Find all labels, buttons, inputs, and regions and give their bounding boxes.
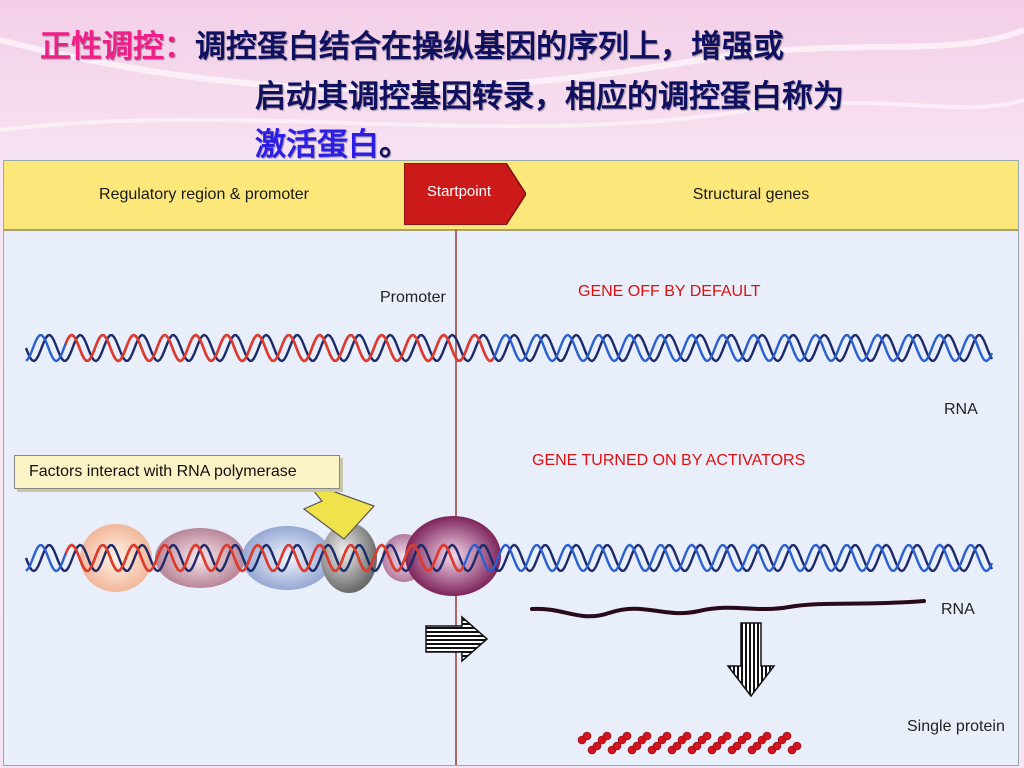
title-line-2: 启动其调控基因转录，相应的调控蛋白称为 — [255, 79, 844, 115]
activator-proteins — [80, 516, 501, 596]
protein-bead — [632, 741, 642, 751]
protein-bead — [762, 731, 772, 741]
protein-bead — [692, 741, 702, 751]
title-line-1: 调控蛋白结合在操纵基因的序列上，增强或 — [195, 29, 784, 65]
protein-bead — [732, 741, 742, 751]
lower-dna-helix — [24, 543, 994, 573]
dna-promoter-strand — [66, 333, 494, 363]
header-regulatory-region: Regulatory region & promoter — [99, 186, 309, 203]
protein-bead — [652, 741, 662, 751]
protein-bead — [662, 731, 672, 741]
protein-bead — [712, 741, 722, 751]
title-line-3-end: 。 — [379, 127, 410, 163]
dna-strand-a — [24, 543, 994, 573]
protein-bead-chain — [577, 731, 802, 755]
protein-bead — [792, 741, 802, 751]
transcription-arrow — [425, 615, 489, 663]
slide-title: 正性调控：调控蛋白结合在操纵基因的序列上，增强或 启动其调控基因转录，相应的调控… — [40, 22, 1015, 163]
protein-bead — [742, 731, 752, 741]
protein-bead — [592, 741, 602, 751]
dna-promoter-strand — [66, 543, 464, 573]
protein-bead — [772, 741, 782, 751]
gene-off-status: GENE OFF BY DEFAULT — [578, 283, 761, 300]
title-highlight: 激活蛋白 — [255, 127, 379, 163]
protein-bead — [702, 731, 712, 741]
activator-protein-4 — [321, 523, 377, 593]
protein-bead — [642, 731, 652, 741]
protein-bead — [582, 731, 592, 741]
activator-protein-3 — [242, 526, 332, 590]
protein-bead — [782, 731, 792, 741]
activator-protein-2 — [155, 528, 245, 588]
upper-dna-helix — [24, 333, 994, 363]
upper-rna-label: RNA — [944, 401, 978, 418]
lower-rna-label: RNA — [941, 601, 975, 618]
gene-on-status: GENE TURNED ON BY ACTIVATORS — [532, 452, 806, 469]
dna-strand-a — [24, 333, 994, 363]
protein-bead — [672, 741, 682, 751]
rna-transcript — [530, 599, 926, 619]
promoter-label: Promoter — [380, 289, 446, 306]
protein-bead — [602, 731, 612, 741]
protein-bead — [752, 741, 762, 751]
startpoint-arrow — [404, 163, 526, 225]
protein-bead — [682, 731, 692, 741]
header-structural-genes: Structural genes — [692, 186, 810, 203]
background-swoosh — [0, 27, 1024, 132]
callout-arrow — [302, 488, 376, 540]
gene-regulation-figure: Regulatory region & promoter Structural … — [3, 160, 1019, 766]
activator-protein-1 — [80, 524, 152, 592]
protein-bead — [722, 731, 732, 741]
title-label: 正性调控： — [40, 29, 195, 65]
startpoint-label: Startpoint — [426, 183, 492, 200]
protein-bead — [622, 731, 632, 741]
dna-diagram — [24, 333, 994, 755]
startpoint-divider — [455, 229, 457, 765]
translation-arrow — [726, 622, 776, 698]
title-line-3: 激活蛋白。 — [255, 120, 410, 170]
rna-polymerase — [405, 516, 501, 596]
polymerase-callout: Factors interact with RNA polymerase — [14, 455, 340, 489]
single-protein-label: Single protein — [907, 718, 1005, 735]
protein-bead — [612, 741, 622, 751]
